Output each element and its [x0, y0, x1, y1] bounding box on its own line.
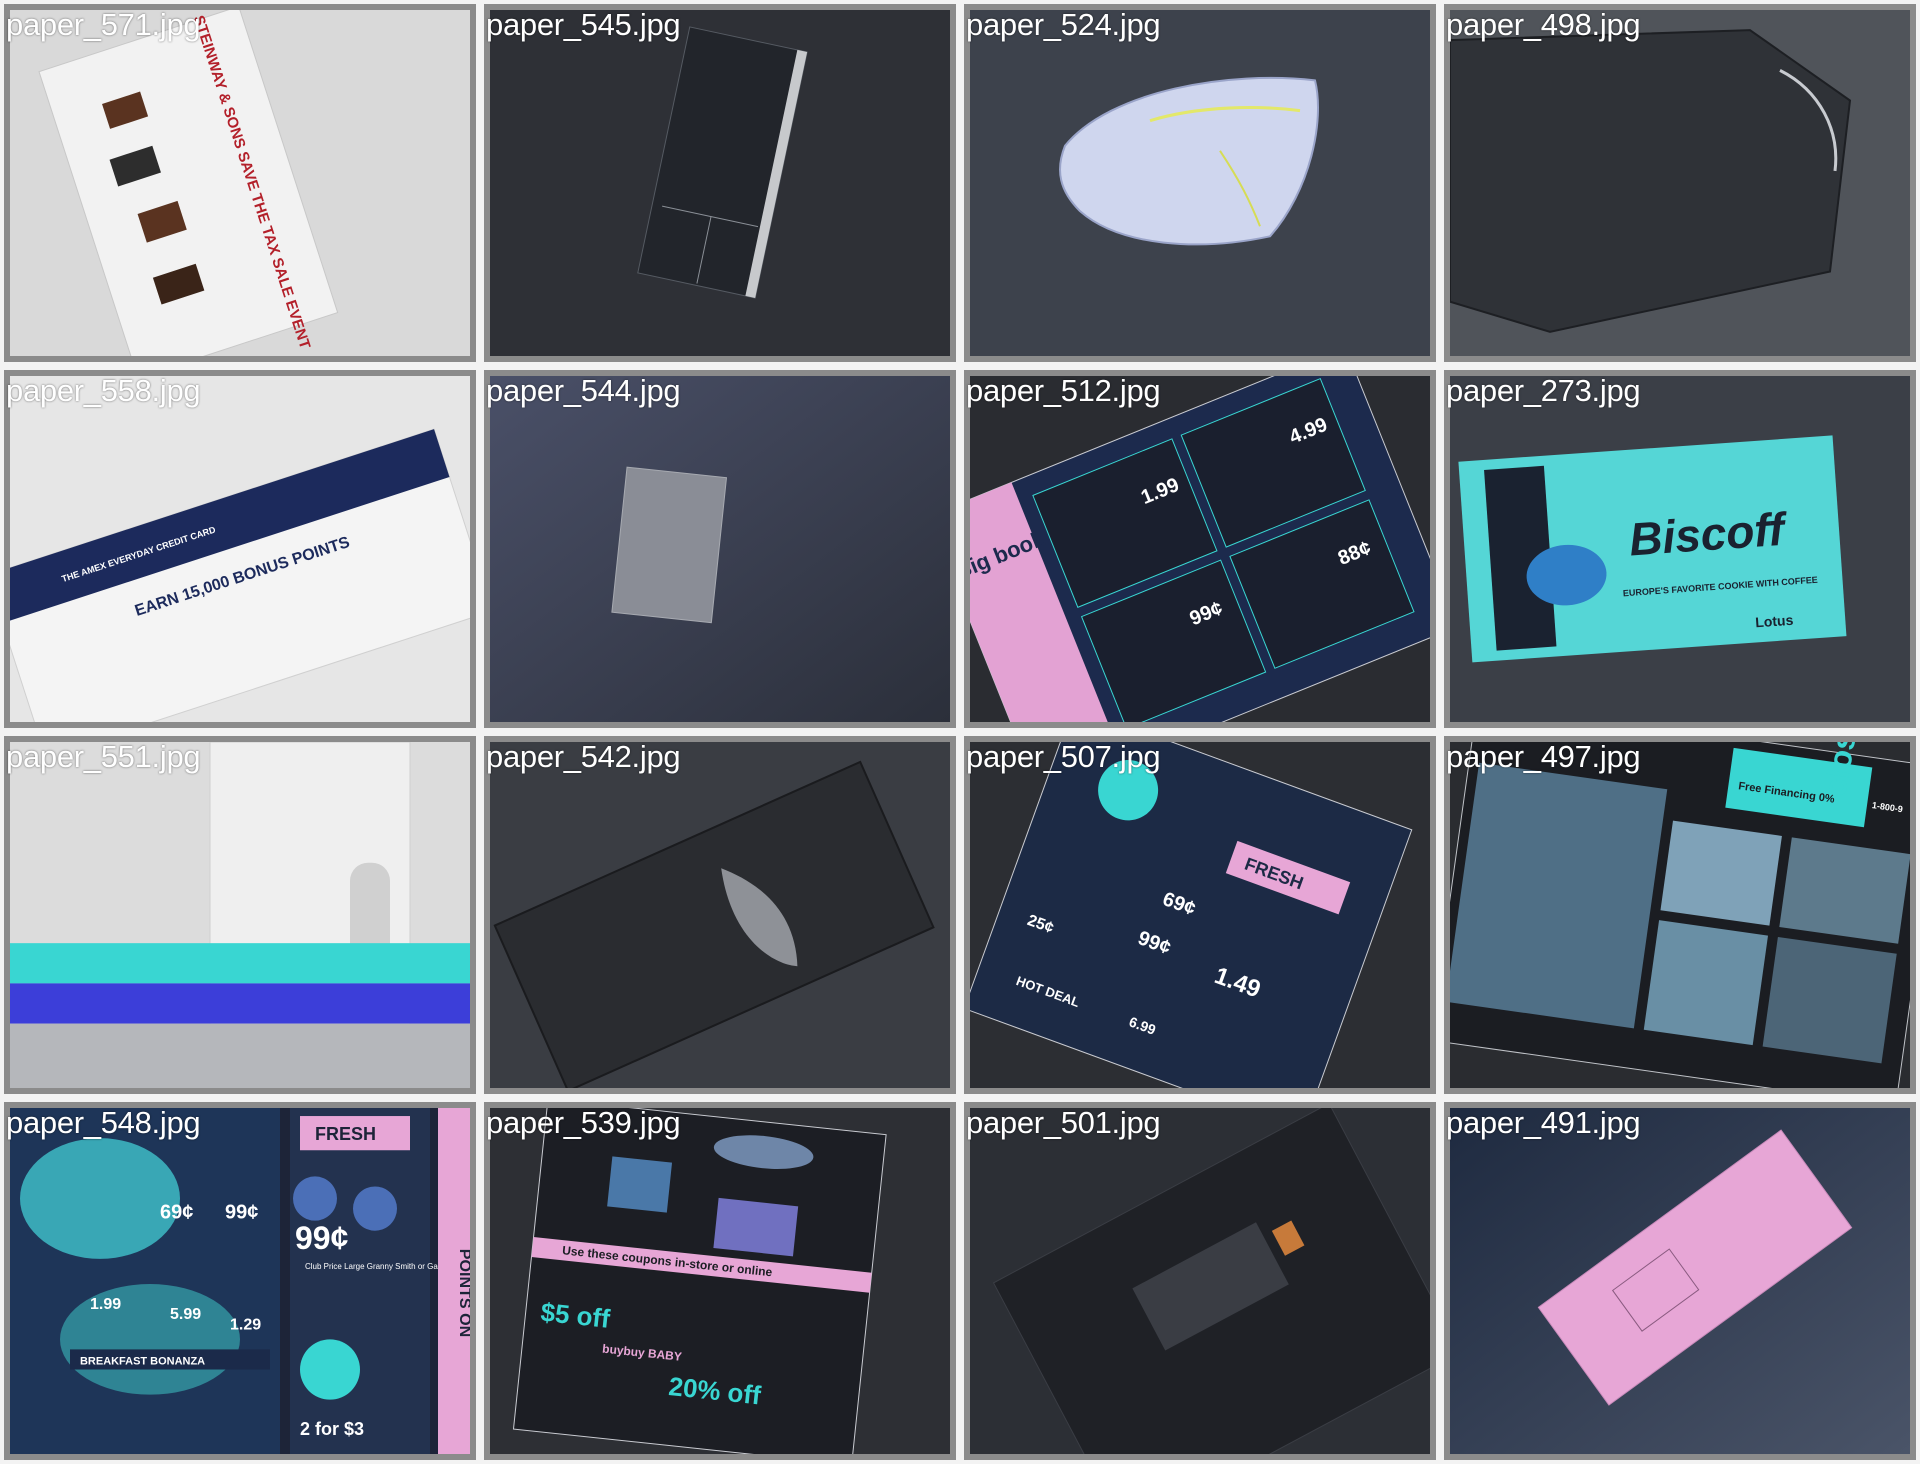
photo [490, 742, 950, 1088]
tile-paper-512[interactable]: Big book of Savings 1.99 4.99 99¢ 88¢ pa… [960, 366, 1440, 732]
lotus-mark: Lotus [1755, 612, 1794, 631]
price-label: 99¢ [225, 1202, 258, 1224]
filename-label: paper_501.jpg [966, 1105, 1161, 1140]
filename-label: paper_571.jpg [6, 7, 201, 42]
filename-label: paper_551.jpg [6, 739, 201, 774]
photo: Big book of Savings 1.99 4.99 99¢ 88¢ [970, 376, 1430, 722]
filename-label: paper_545.jpg [486, 7, 681, 42]
filename-label: paper_498.jpg [1446, 7, 1641, 42]
tile-paper-551[interactable]: paper_551.jpg [0, 732, 480, 1098]
tile-paper-571[interactable]: STEINWAY & SONS SAVE THE TAX SALE EVENT … [0, 0, 480, 366]
filename-label: paper_558.jpg [6, 373, 201, 408]
price-label: 5.99 [170, 1305, 201, 1323]
filename-label: paper_497.jpg [1446, 739, 1641, 774]
tile-paper-273[interactable]: Biscoff EUROPE'S FAVORITE COOKIE WITH CO… [1440, 366, 1920, 732]
tile-paper-524[interactable]: paper_524.jpg [960, 0, 1440, 366]
price-label: 2 for $3 [300, 1419, 364, 1439]
photo: STEINWAY & SONS SAVE THE TAX SALE EVENT [10, 10, 470, 356]
tile-paper-491[interactable]: paper_491.jpg [1440, 1098, 1920, 1464]
tile-paper-558[interactable]: THE AMEX EVERYDAY CREDIT CARD EARN 15,00… [0, 366, 480, 732]
price-label: 99¢ [295, 1220, 349, 1256]
filename-label: paper_548.jpg [6, 1105, 201, 1140]
tile-paper-539[interactable]: Use these coupons in-store or online $5 … [480, 1098, 960, 1464]
phone-number: 1-800-9 [1871, 800, 1903, 814]
price-label: 1.99 [90, 1295, 121, 1313]
filename-label: paper_544.jpg [486, 373, 681, 408]
photo: Biscoff EUROPE'S FAVORITE COOKIE WITH CO… [1450, 376, 1910, 722]
photo: Use these coupons in-store or online $5 … [490, 1108, 950, 1454]
photo [1450, 10, 1910, 356]
photo [490, 10, 950, 356]
filename-label: paper_539.jpg [486, 1105, 681, 1140]
photo [10, 742, 470, 1088]
photo: Free Financing 0% 1-800-9 closet world [1450, 742, 1910, 1088]
photo [970, 10, 1430, 356]
tile-paper-507[interactable]: FRESH 69¢ 99¢ 1.49 25¢ 6.99 HOT DEAL pap… [960, 732, 1440, 1098]
price-label: 1.29 [230, 1315, 261, 1333]
points-banner: POINTS ON [456, 1249, 470, 1337]
photo [1450, 1108, 1910, 1454]
tile-paper-542[interactable]: paper_542.jpg [480, 732, 960, 1098]
filename-label: paper_524.jpg [966, 7, 1161, 42]
tile-paper-544[interactable]: paper_544.jpg [480, 366, 960, 732]
product-caption: Club Price Large Granny Smith or Gala Ap… [305, 1262, 470, 1271]
filename-label: paper_507.jpg [966, 739, 1161, 774]
tile-paper-545[interactable]: paper_545.jpg [480, 0, 960, 366]
photo [970, 1108, 1430, 1454]
photo: FRESH 69¢ 99¢ 1.49 25¢ 6.99 HOT DEAL [970, 742, 1430, 1088]
fresh-label: FRESH [315, 1124, 376, 1144]
filename-label: paper_542.jpg [486, 739, 681, 774]
tile-paper-501[interactable]: paper_501.jpg [960, 1098, 1440, 1464]
photo [490, 376, 950, 722]
photo: THE AMEX EVERYDAY CREDIT CARD EARN 15,00… [10, 376, 470, 722]
tile-paper-497[interactable]: Free Financing 0% 1-800-9 closet world p… [1440, 732, 1920, 1098]
photo: FRESH 69¢ 99¢ 99¢ 1.99 5.99 1.29 2 for $… [10, 1108, 470, 1454]
brand-logo: Biscoff [1627, 502, 1790, 565]
coupon-five-off: $5 off [539, 1297, 611, 1334]
filename-label: paper_273.jpg [1446, 373, 1641, 408]
filename-label: paper_491.jpg [1446, 1105, 1641, 1140]
tile-paper-498[interactable]: paper_498.jpg [1440, 0, 1920, 366]
filename-label: paper_512.jpg [966, 373, 1161, 408]
price-label: 69¢ [160, 1202, 193, 1224]
section-banner: BREAKFAST BONANZA [80, 1355, 205, 1367]
tile-paper-548[interactable]: FRESH 69¢ 99¢ 99¢ 1.99 5.99 1.29 2 for $… [0, 1098, 480, 1464]
